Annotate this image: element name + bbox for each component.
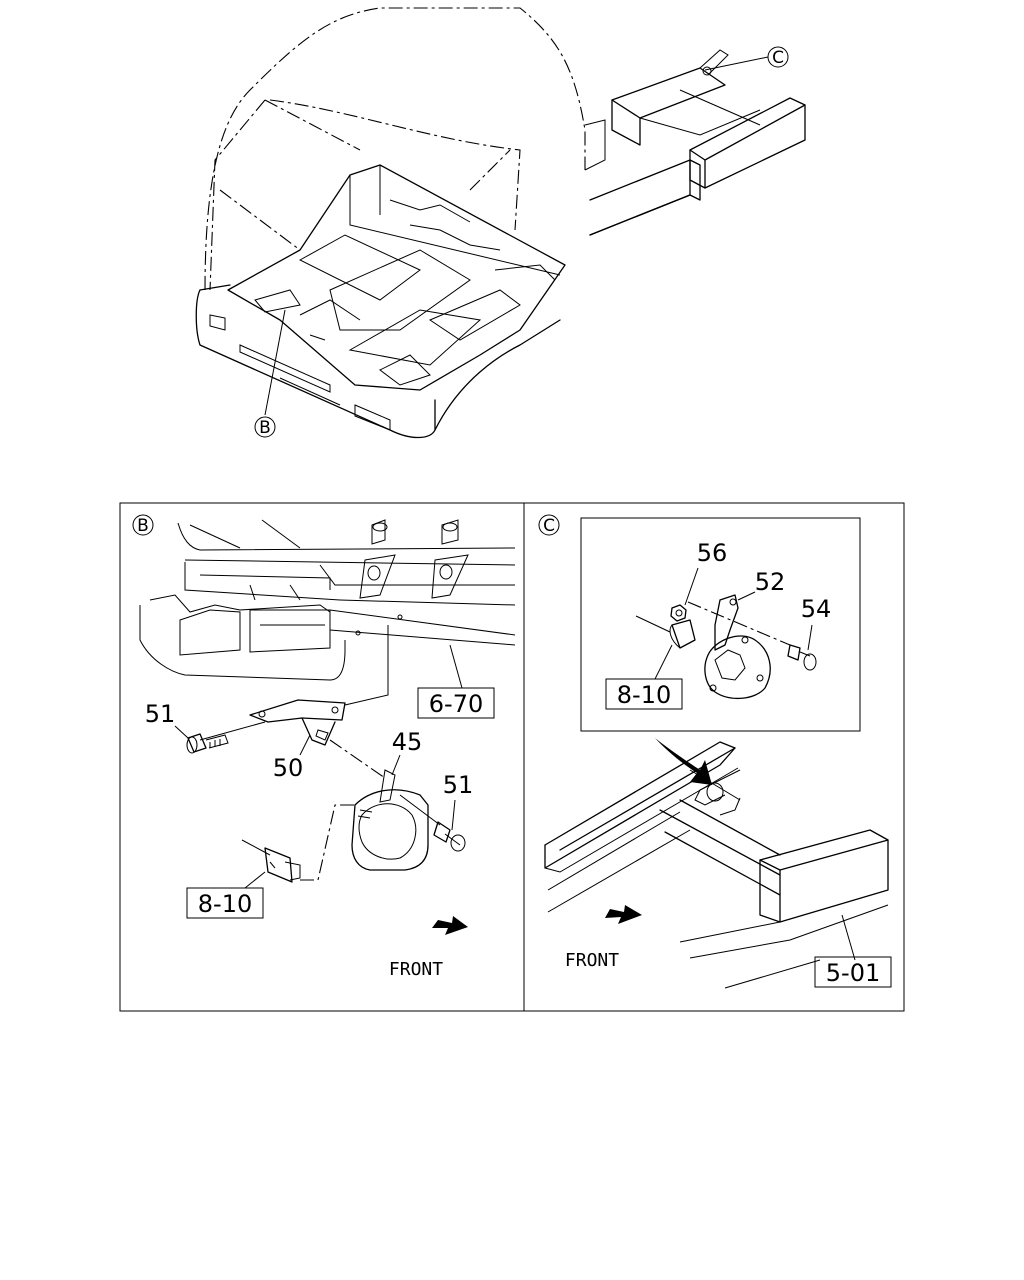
part-label-51-top: 51 (145, 700, 176, 728)
front-arrow-c (605, 905, 642, 924)
part-label-56: 56 (697, 539, 728, 567)
front-label-c: FRONT (565, 950, 619, 971)
ref-box-6-70 (417, 687, 495, 719)
ref-box-5-01 (814, 956, 892, 988)
front-arrow-b (432, 916, 468, 935)
callout-c-circle (767, 46, 789, 68)
inset-box (580, 517, 861, 732)
ref-label-5-01: 5-01 (826, 959, 880, 987)
panel-b: B (132, 514, 516, 980)
panel-c-marker: C (543, 516, 555, 536)
detail-frame (119, 502, 905, 1012)
front-label-b: FRONT (389, 959, 443, 980)
ref-label-8-10-c: 8-10 (617, 681, 671, 709)
inset-pointer-arrow (655, 738, 712, 785)
ref-box-8-10 (186, 887, 264, 919)
ref-label-6-70: 6-70 (429, 690, 483, 718)
callout-b-label: B (259, 418, 271, 438)
part-label-51-right: 51 (443, 771, 474, 799)
part-label-54: 54 (801, 595, 832, 623)
panel-c: C 56 52 54 8-10 (538, 514, 892, 989)
part-label-45: 45 (392, 728, 423, 756)
part-label-50: 50 (273, 754, 304, 782)
ref-box-8-10-c (605, 678, 683, 710)
part-label-52: 52 (755, 568, 786, 596)
overview-illustration: C B (195, 7, 806, 439)
callout-b-circle (254, 416, 276, 438)
panel-b-marker: B (137, 516, 149, 536)
callout-c-label: C (772, 48, 784, 68)
ref-label-8-10-b: 8-10 (198, 890, 252, 918)
